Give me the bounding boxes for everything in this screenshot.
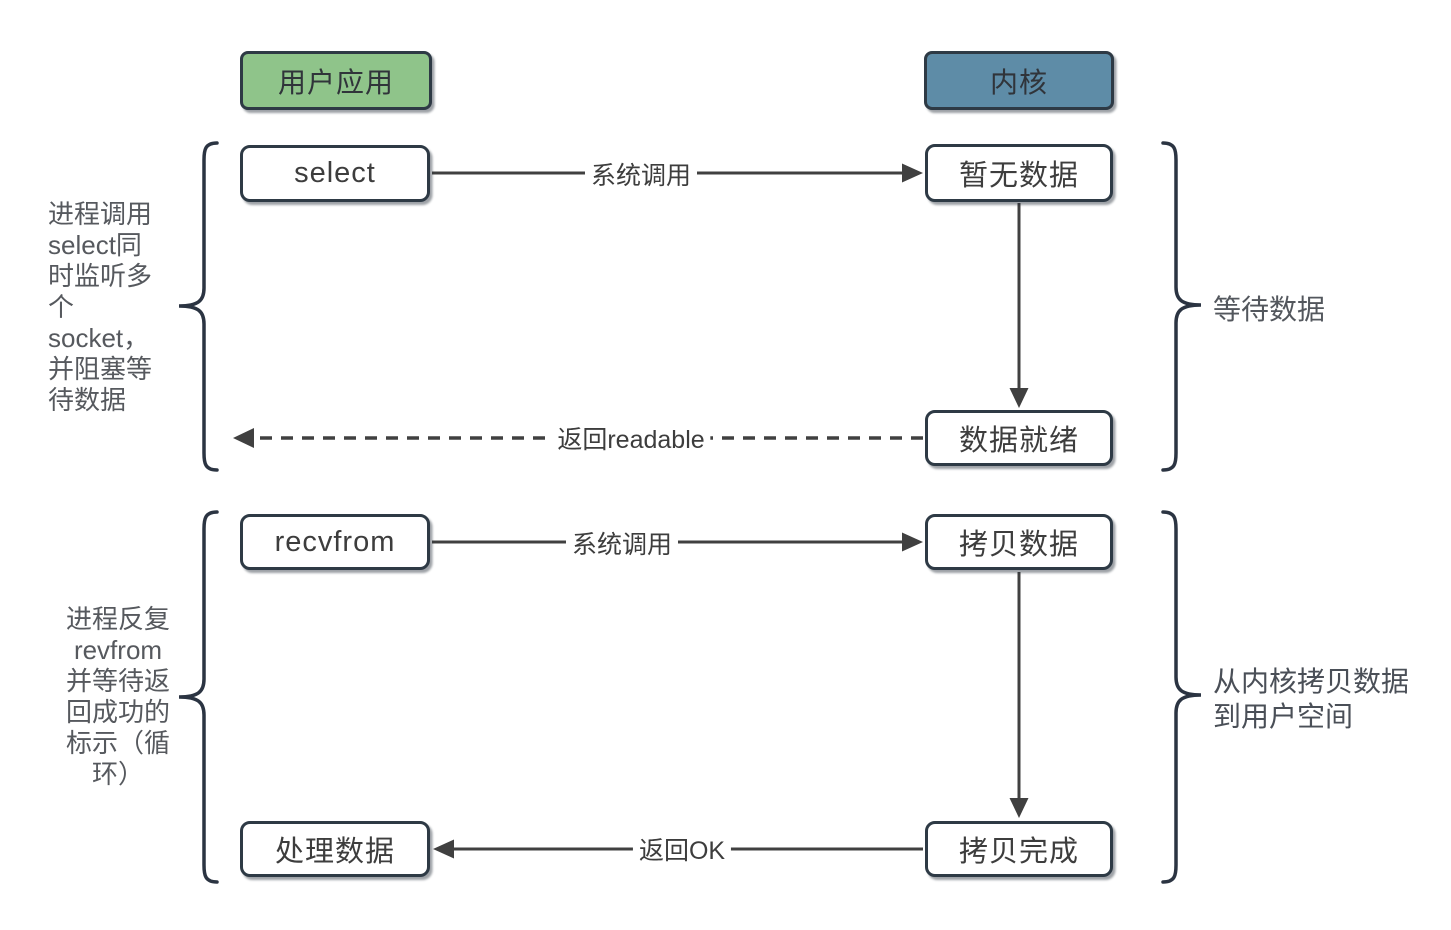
node-copy-done: 拷贝完成: [925, 821, 1113, 877]
brace-right-top: [1161, 141, 1202, 472]
annotation-line: 从内核拷贝数据: [1213, 666, 1410, 697]
annotation-recvfrom-description: 进程反复 revfrom 并等待返 回成功的 标示（循 环）: [52, 604, 184, 790]
arrow-return-readable-head: [233, 428, 254, 448]
arrow-syscall-recvfrom-head: [902, 532, 923, 552]
annotation-line: 待数据: [48, 385, 127, 415]
edge-label-syscall-recvfrom: 系统调用: [565, 523, 679, 563]
annotation-line: select同: [48, 230, 142, 260]
annotation-line: 时监听多: [48, 261, 153, 291]
header-user-application: 用户应用: [240, 51, 432, 110]
annotation-copy-description: 从内核拷贝数据 到用户空间: [1213, 664, 1409, 734]
annotation-line: 进程反复: [65, 604, 170, 634]
annotation-line: socket，: [48, 323, 150, 353]
arrow-wait-data-head: [1009, 388, 1029, 408]
edge-label-return-ok: 返回OK: [632, 829, 732, 869]
annotation-line: 并阻塞等: [48, 354, 153, 384]
annotation-line: 回成功的: [65, 697, 170, 727]
annotation-line: revfrom: [73, 635, 163, 665]
node-no-data: 暂无数据: [925, 144, 1113, 202]
brace-left-top: [178, 141, 219, 472]
arrow-copy-progress-head: [1009, 798, 1029, 818]
arrow-return-ok-head: [433, 839, 454, 859]
annotation-select-description: 进程调用 select同 时监听多 个 socket， 并阻塞等 待数据: [48, 199, 188, 416]
node-select: select: [240, 145, 430, 202]
brace-left-bottom: [178, 510, 219, 884]
edge-label-syscall-select: 系统调用: [584, 154, 698, 194]
annotation-line: 个: [48, 292, 75, 322]
annotation-line: 到用户空间: [1213, 701, 1354, 732]
node-data-ready: 数据就绪: [925, 410, 1113, 466]
edge-label-return-readable: 返回readable: [551, 418, 711, 458]
node-process-data: 处理数据: [240, 821, 430, 877]
brace-right-bottom: [1161, 510, 1202, 884]
annotation-line: 标示（循: [65, 728, 170, 758]
annotation-wait-data: 等待数据: [1213, 294, 1326, 325]
node-recvfrom: recvfrom: [240, 514, 430, 570]
node-copy-data: 拷贝数据: [925, 514, 1113, 570]
annotation-line: 进程调用: [48, 199, 153, 229]
arrow-syscall-select-head: [902, 163, 923, 183]
annotation-line: 环）: [91, 759, 144, 789]
header-kernel: 内核: [924, 51, 1114, 110]
annotation-line: 并等待返: [65, 666, 170, 696]
